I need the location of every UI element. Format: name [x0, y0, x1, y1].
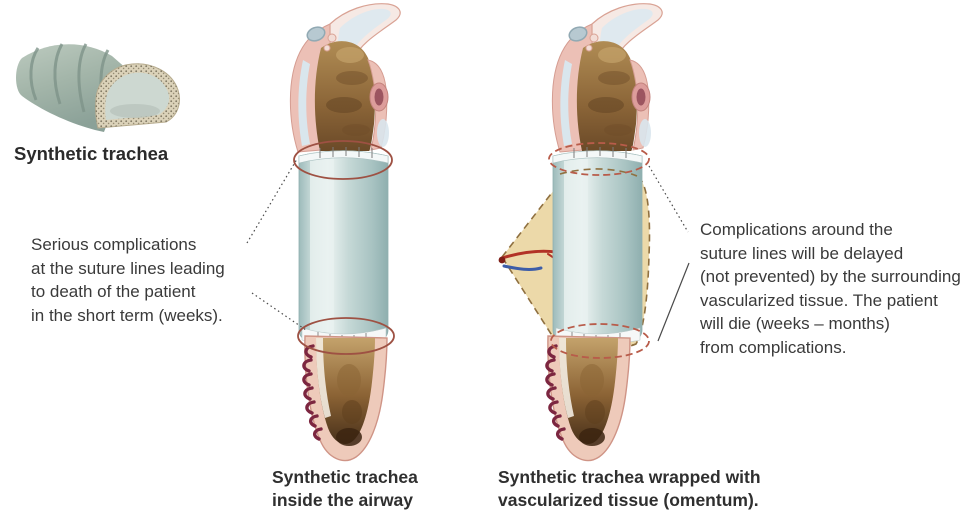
omental-vein: [502, 264, 543, 271]
synthetic-trachea-thumbnail: [16, 43, 180, 132]
synthetic-tube-middle: [298, 146, 389, 346]
connector-left-bottom: [251, 292, 307, 331]
suture-highlight-ellipse-top-middle: [293, 140, 393, 180]
caption-middle-figure: Synthetic trachea inside the airway: [272, 467, 418, 510]
suture-highlight-ellipse-bottom-right: [550, 323, 650, 359]
suture-highlight-ellipse-top-right: [548, 142, 650, 176]
annotation-connectors: [246, 158, 690, 342]
figure-trachea-wrapped-omentum: [498, 2, 663, 463]
figure-trachea-inside-airway: [289, 2, 401, 463]
vessel-stump: [498, 256, 506, 264]
larynx-illustration-middle: [289, 2, 401, 153]
thumbnail-label: Synthetic trachea: [14, 143, 169, 164]
right-annotation-text: Complications around the suture lines wi…: [700, 220, 961, 357]
connector-right-bottom: [657, 262, 690, 342]
connector-left-top: [246, 158, 298, 244]
caption-right-figure: Synthetic trachea wrapped with vasculari…: [498, 467, 761, 510]
larynx-illustration-right: [551, 2, 663, 153]
suture-highlight-ellipse-bottom-middle: [297, 317, 395, 355]
left-annotation-text: Serious complications at the suture line…: [31, 235, 225, 325]
synthetic-tube-right: [552, 146, 643, 346]
omentum-border-top: [559, 168, 638, 177]
connector-right-top: [648, 165, 689, 233]
distal-trachea-right: [545, 334, 632, 463]
